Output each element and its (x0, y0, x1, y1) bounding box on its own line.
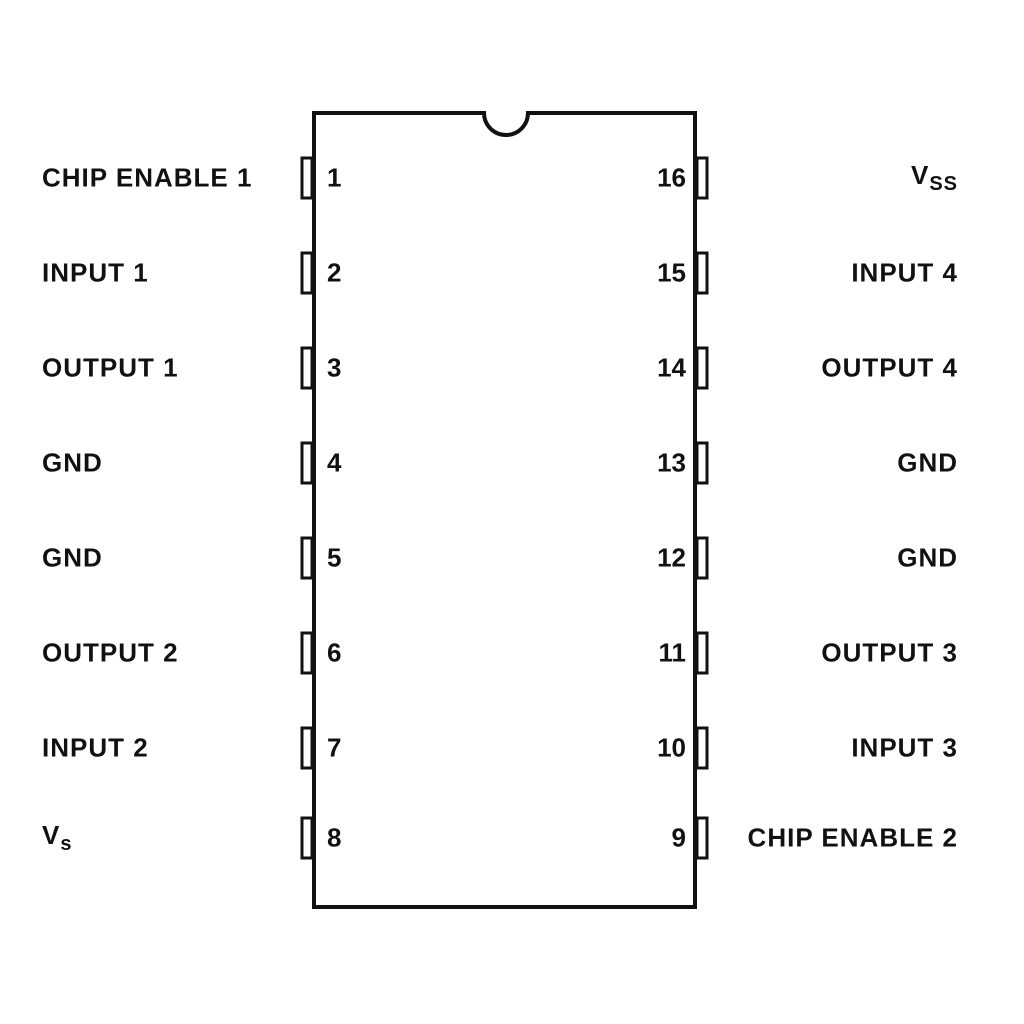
pin-12 (695, 536, 709, 580)
pin-label-text: GND (42, 447, 103, 478)
pin-label-text: GND (897, 447, 958, 478)
pin-number: 7 (327, 732, 342, 763)
pin-number: 10 (657, 732, 686, 763)
pin-label: OUTPUT 2 (42, 638, 179, 669)
pin-number: 11 (658, 637, 687, 668)
pin-label-text: OUTPUT 4 (821, 352, 958, 383)
pin-4 (300, 441, 314, 485)
pin-10 (695, 726, 709, 770)
pin-label: OUTPUT 4 (821, 353, 958, 384)
pin-label-text: INPUT 3 (851, 732, 958, 763)
pin-label-text: V (910, 160, 930, 190)
pin-number: 5 (327, 542, 342, 573)
pin-label: GND (42, 448, 103, 479)
pin-number: 15 (657, 257, 686, 288)
pin-label: INPUT 4 (851, 258, 958, 289)
pin-label-subscript: s (60, 833, 73, 855)
pin-label-text: INPUT 4 (851, 257, 958, 288)
pin-9 (695, 816, 709, 860)
pin-label-text: GND (897, 542, 958, 573)
pin-label: CHIP ENABLE 2 (748, 823, 958, 854)
pin-label-text: OUTPUT 1 (42, 352, 179, 383)
pin-label-text: OUTPUT 3 (821, 637, 958, 668)
pin-label-subscript: SS (929, 173, 958, 195)
pin-14 (695, 346, 709, 390)
pin-8 (300, 816, 314, 860)
pin-15 (695, 251, 709, 295)
pin-number: 13 (657, 447, 686, 478)
pin-number: 8 (327, 822, 342, 853)
pin-label: CHIP ENABLE 1 (42, 163, 252, 194)
pin-label-text: V (42, 820, 61, 850)
pin-label: GND (897, 543, 958, 574)
pin-label-text: CHIP ENABLE 2 (747, 822, 958, 853)
pin-label-text: OUTPUT 2 (42, 637, 179, 668)
pin-label: GND (42, 543, 103, 574)
pin-number: 12 (657, 542, 686, 573)
pin-3 (300, 346, 314, 390)
pin-number: 14 (657, 352, 686, 383)
pin-13 (695, 441, 709, 485)
pin-7 (300, 726, 314, 770)
pin-11 (695, 631, 709, 675)
pin-number: 1 (327, 162, 342, 193)
pin-label-text: INPUT 1 (42, 257, 149, 288)
pin-label-text: INPUT 2 (42, 732, 149, 763)
chip-body (312, 111, 697, 909)
pin-label: INPUT 2 (42, 733, 149, 764)
pin-2 (300, 251, 314, 295)
pin-label-text: GND (42, 542, 103, 573)
pin-label: OUTPUT 1 (42, 353, 179, 384)
pin-number: 4 (327, 447, 342, 478)
pin-number: 3 (327, 352, 342, 383)
pin-label: INPUT 1 (42, 258, 149, 289)
pin-label: GND (897, 448, 958, 479)
pin-16 (695, 156, 709, 200)
pin-label: VSS (911, 160, 958, 196)
pin-6 (300, 631, 314, 675)
pin-label: OUTPUT 3 (821, 638, 958, 669)
pin-label: Vs (42, 820, 72, 856)
pin-label: INPUT 3 (851, 733, 958, 764)
pin-5 (300, 536, 314, 580)
pin-number: 16 (657, 162, 686, 193)
pin-label-text: CHIP ENABLE 1 (42, 162, 253, 193)
pin-number: 6 (327, 637, 342, 668)
pin-number: 9 (671, 822, 686, 853)
pin-number: 2 (327, 257, 342, 288)
pin-1 (300, 156, 314, 200)
